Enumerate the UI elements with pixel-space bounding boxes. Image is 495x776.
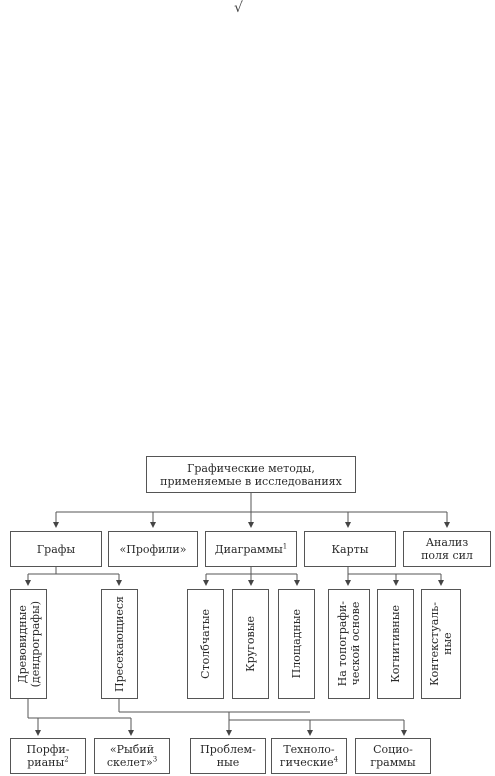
box-problem: Проблем- ные — [190, 738, 266, 774]
label-bar: Столбчатые — [199, 609, 212, 679]
label-context: Контекстуаль- ные — [428, 602, 454, 686]
label-pie: Круговые — [244, 616, 257, 672]
label-forcefield: Анализ поля сил — [421, 536, 473, 562]
root-label: Графические методы, применяемые в исслед… — [160, 461, 342, 488]
box-tree: Древовидные (дендрографы) — [10, 589, 47, 699]
box-graphs: Графы — [10, 531, 102, 567]
label-tree: Древовидные (дендрографы) — [15, 600, 42, 688]
label-porphyry: Порфи- рианы2 — [26, 743, 70, 769]
label-problem: Проблем- ные — [200, 743, 256, 769]
label-cognitive: Когнитивные — [389, 605, 402, 683]
box-pie: Круговые — [232, 589, 269, 699]
label-maps: Карты — [331, 542, 369, 556]
footnote-1: 1 — [282, 541, 288, 550]
box-profiles: «Профили» — [108, 531, 198, 567]
footnote-4: 4 — [333, 755, 339, 764]
box-topo: На топографи- ческой основе — [328, 589, 370, 699]
footnote-2: 2 — [64, 755, 69, 764]
box-socio: Социо- граммы — [355, 738, 431, 774]
label-area: Площадные — [290, 609, 303, 679]
box-forcefield: Анализ поля сил — [403, 531, 491, 567]
label-profiles: «Профили» — [119, 542, 187, 556]
label-crossing: Пресекающиеся — [113, 596, 126, 692]
label-graphs: Графы — [36, 542, 76, 556]
box-porphyry: Порфи- рианы2 — [10, 738, 86, 774]
footnote-3: 3 — [152, 755, 158, 764]
root-box: Графические методы, применяемые в исслед… — [146, 456, 356, 493]
box-context: Контекстуаль- ные — [421, 589, 461, 699]
box-bar: Столбчатые — [187, 589, 224, 699]
label-socio: Социо- граммы — [370, 743, 416, 769]
label-fishbone: «Рыбий скелет»3 — [106, 743, 158, 769]
box-techno: Техноло- гические4 — [271, 738, 347, 774]
check-mark: √ — [234, 0, 243, 16]
box-area: Площадные — [278, 589, 315, 699]
box-fishbone: «Рыбий скелет»3 — [94, 738, 170, 774]
box-cognitive: Когнитивные — [377, 589, 414, 699]
label-techno: Техноло- гические4 — [279, 743, 339, 769]
box-diagrams: Диаграммы1 — [205, 531, 297, 567]
box-maps: Карты — [304, 531, 396, 567]
label-topo: На топографи- ческой основе — [336, 601, 362, 687]
box-crossing: Пресекающиеся — [101, 589, 138, 699]
label-diagrams: Диаграммы1 — [214, 541, 288, 556]
